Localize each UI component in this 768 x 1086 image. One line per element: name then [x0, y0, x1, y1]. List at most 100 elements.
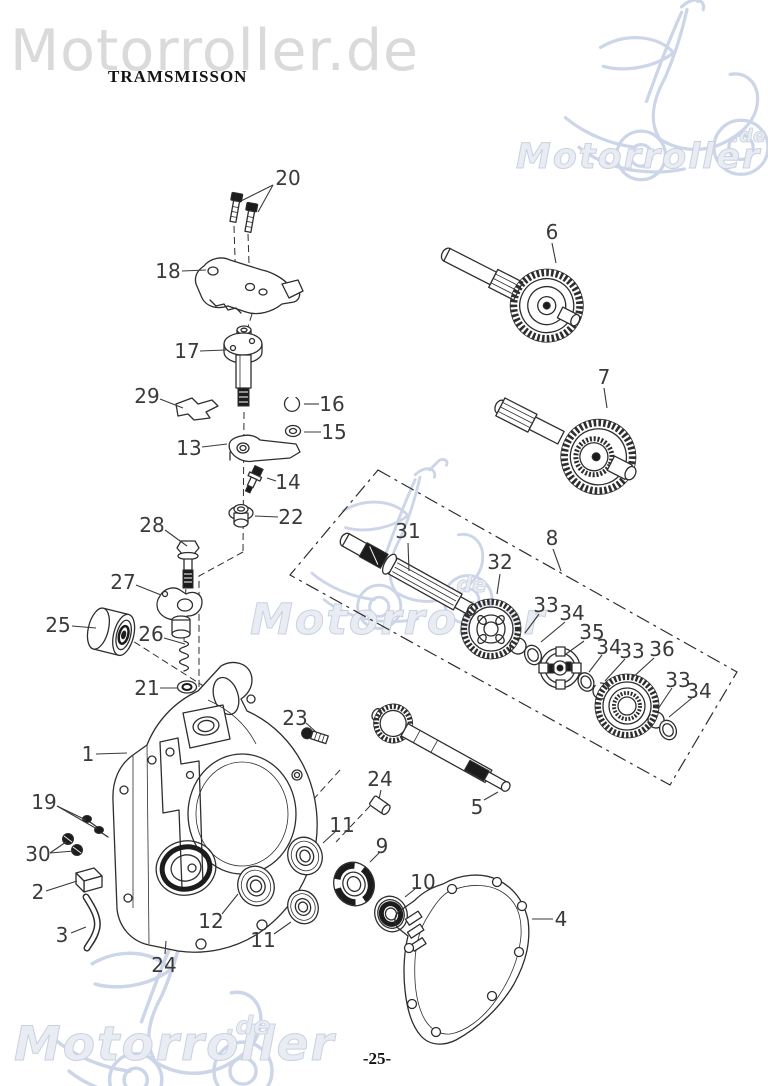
callout-leader-29: [159, 398, 184, 409]
callout-leader-33: [524, 613, 540, 634]
callout-label-35: 35: [579, 620, 604, 644]
callout-label-5: 5: [471, 795, 484, 819]
callout-label-36: 36: [649, 637, 674, 661]
callout-label-21: 21: [134, 676, 159, 700]
part-34-washer: [523, 644, 543, 666]
part-13-shift-arm: [228, 434, 301, 463]
part-24-dowel-pin: [369, 795, 391, 816]
part-14-stud-bolt: [244, 464, 264, 494]
callout-leader-17: [199, 349, 227, 352]
part-25-roller: [86, 607, 136, 657]
callout-label-26: 26: [138, 622, 163, 646]
part-18-bracket: [194, 257, 304, 315]
callout-leader-24: [378, 789, 382, 800]
callout-label-33: 33: [665, 668, 690, 692]
callout-label-9: 9: [376, 834, 389, 858]
part-29-clip: [175, 397, 219, 421]
callout-leader-11: [273, 921, 292, 935]
part-15-washer: [284, 424, 302, 438]
callout-label-16: 16: [319, 392, 344, 416]
callout-label-3: 3: [56, 923, 69, 947]
callout-label-28: 28: [139, 513, 164, 537]
part-33-snap-ring: [509, 637, 527, 655]
callout-label-25: 25: [45, 613, 70, 637]
callout-leader-28: [164, 529, 188, 547]
callout-leader-30: [49, 841, 67, 854]
part-16-snap-ring: [283, 396, 301, 412]
callout-leader-3: [70, 926, 87, 934]
callout-leader-5: [483, 791, 499, 801]
callout-leader-33: [657, 687, 673, 710]
callout-label-4: 4: [555, 907, 568, 931]
part-34-washer: [658, 719, 678, 741]
callout-leader-12: [221, 893, 239, 915]
part-35-shift-hub: [538, 646, 582, 690]
callout-label-1: 1: [82, 742, 95, 766]
watermark-top-logo: Motorroller.de: [10, 18, 419, 84]
callout-leader-7: [603, 387, 608, 409]
callout-leader-32: [496, 573, 501, 595]
callout-label-33: 33: [619, 639, 644, 663]
callout-label-29: 29: [134, 384, 159, 408]
callout-label-33: 33: [533, 593, 558, 617]
callout-label-23: 23: [282, 706, 307, 730]
callout-leader-35: [565, 640, 585, 655]
callout-leader-24: [164, 940, 167, 955]
callout-label-30: 30: [25, 842, 50, 866]
watermark-de-top-right: .de: [732, 125, 766, 147]
part-17-shift-shaft: [223, 325, 263, 407]
callout-label-32: 32: [487, 550, 512, 574]
callout-leader-20: [240, 184, 274, 202]
callout-leader-13: [201, 443, 228, 448]
parts-layer: [62, 191, 678, 1045]
callout-label-22: 22: [278, 505, 303, 529]
callout-label-11: 11: [329, 813, 354, 837]
part-30-nuts: [62, 833, 83, 856]
callout-leader-23: [305, 722, 317, 733]
part-11-bearing: [287, 836, 323, 876]
callout-label-6: 6: [546, 220, 559, 244]
callout-leader-11: [322, 831, 336, 844]
callout-leader-8: [552, 548, 562, 572]
callout-leader-14: [266, 477, 277, 482]
part-32-gear: [460, 598, 522, 660]
callout-leader-2: [45, 880, 78, 892]
part-2-block: [75, 867, 103, 893]
part-12-bearing: [237, 865, 275, 907]
callout-label-11: 11: [250, 928, 275, 952]
callout-leader-33: [604, 658, 626, 682]
callout-leader-31: [407, 542, 410, 572]
page-number: -25-: [363, 1049, 392, 1068]
callout-leader-18: [181, 269, 207, 272]
callout-label-2: 2: [32, 880, 45, 904]
part-3-tube: [82, 893, 101, 952]
page-title: TRAMSMISSON: [108, 67, 247, 86]
part-34-washer: [577, 672, 595, 692]
callout-leader-20: [257, 184, 274, 213]
part-5-output-shaft: [371, 703, 511, 792]
callout-label-34: 34: [686, 679, 711, 703]
callout-leader-19: [56, 805, 98, 830]
part-28-bolt: [176, 540, 200, 589]
callout-label-8: 8: [546, 526, 559, 550]
part-21-washer: [176, 680, 198, 694]
callout-leader-22: [254, 515, 279, 518]
part-31-main-shaft: [339, 532, 477, 616]
part-7-gear-shaft: [494, 397, 637, 495]
part-6-gear-shaft: [440, 247, 584, 343]
part-26-spring: [178, 640, 190, 672]
watermark-word-bottom-left: Motorroller: [14, 1017, 337, 1072]
callout-leader-25: [71, 625, 97, 629]
callout-leader-36: [630, 657, 655, 680]
callout-leader-1: [95, 752, 128, 755]
callout-label-31: 31: [395, 519, 420, 543]
callout-leader-34: [540, 621, 566, 643]
callout-label-27: 27: [110, 570, 135, 594]
callout-leader-34: [588, 654, 603, 673]
callout-leader-6: [551, 242, 557, 264]
part-23-bolt: [301, 727, 329, 745]
callout-label-15: 15: [321, 420, 346, 444]
callout-leader-34: [668, 697, 693, 718]
